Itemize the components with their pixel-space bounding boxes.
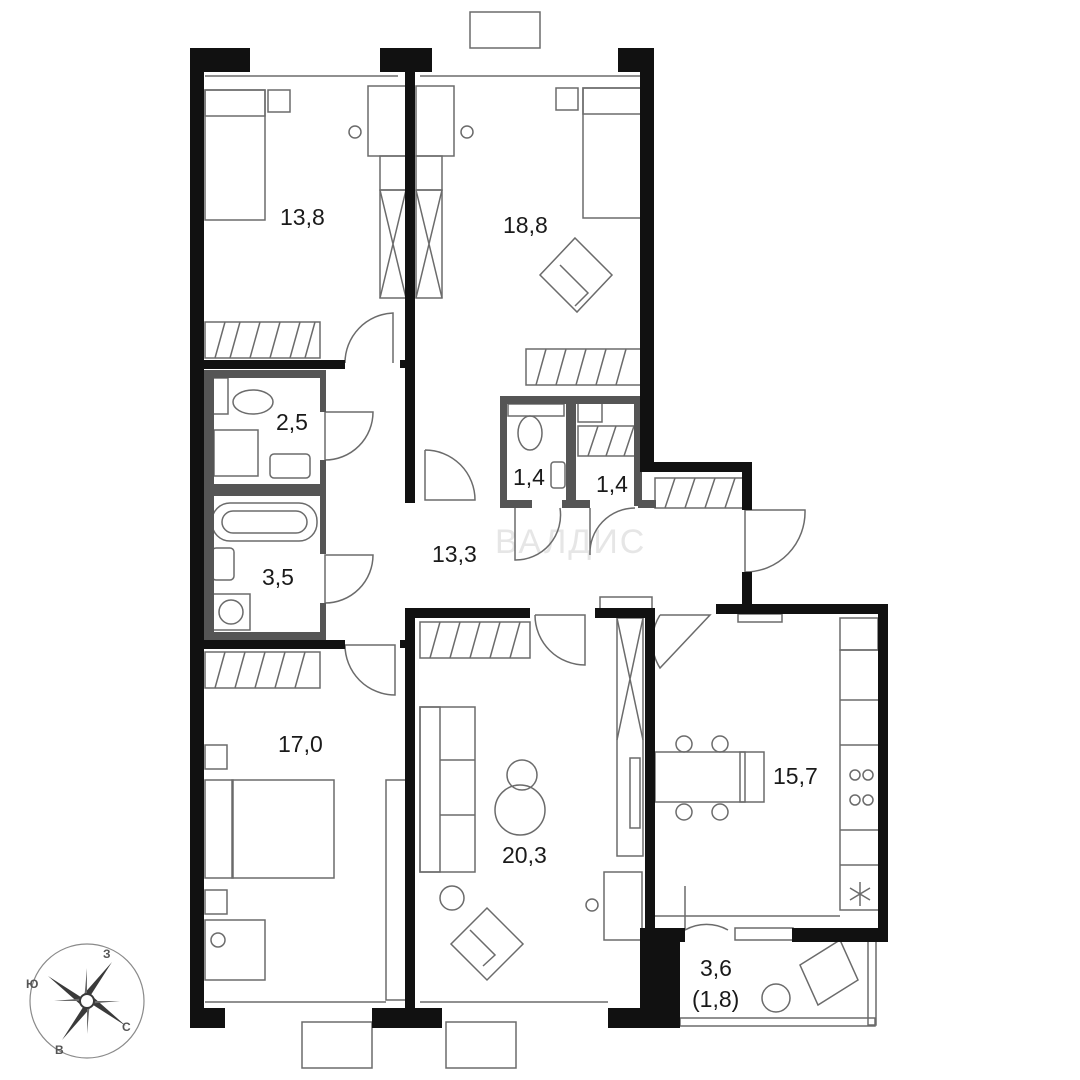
compass: З Ю С В	[26, 943, 145, 1059]
room-area-toilet: 1,4	[513, 464, 545, 490]
outer-walls	[190, 48, 888, 1028]
compass-rose-icon	[48, 962, 126, 1040]
watermark: ВАЛДИС	[495, 523, 646, 561]
room-area-living-room: 20,3	[502, 842, 547, 868]
compass-ring	[29, 943, 145, 1059]
room-area-bathroom-small: 2,5	[276, 409, 308, 435]
compass-north: С	[122, 1020, 131, 1034]
room-area-bedroom-2: 18,8	[503, 212, 548, 238]
window-bays	[301, 11, 541, 1069]
room-area-kitchen: 15,7	[773, 763, 818, 789]
room-area-hall: 13,3	[432, 541, 477, 567]
room-area-loggia-reduced: (1,8)	[692, 986, 739, 1012]
room-area-bedroom-1: 13,8	[280, 204, 325, 230]
room-area-wardrobe: 1,4	[596, 471, 628, 497]
room-area-bedroom-3: 17,0	[278, 731, 323, 757]
compass-east: В	[55, 1043, 64, 1057]
room-area-loggia: 3,6	[700, 955, 732, 981]
compass-west: З	[103, 947, 111, 961]
inner-walls	[204, 370, 656, 640]
compass-south: Ю	[26, 977, 38, 991]
room-area-bathroom: 3,5	[262, 564, 294, 590]
doors	[324, 312, 806, 932]
